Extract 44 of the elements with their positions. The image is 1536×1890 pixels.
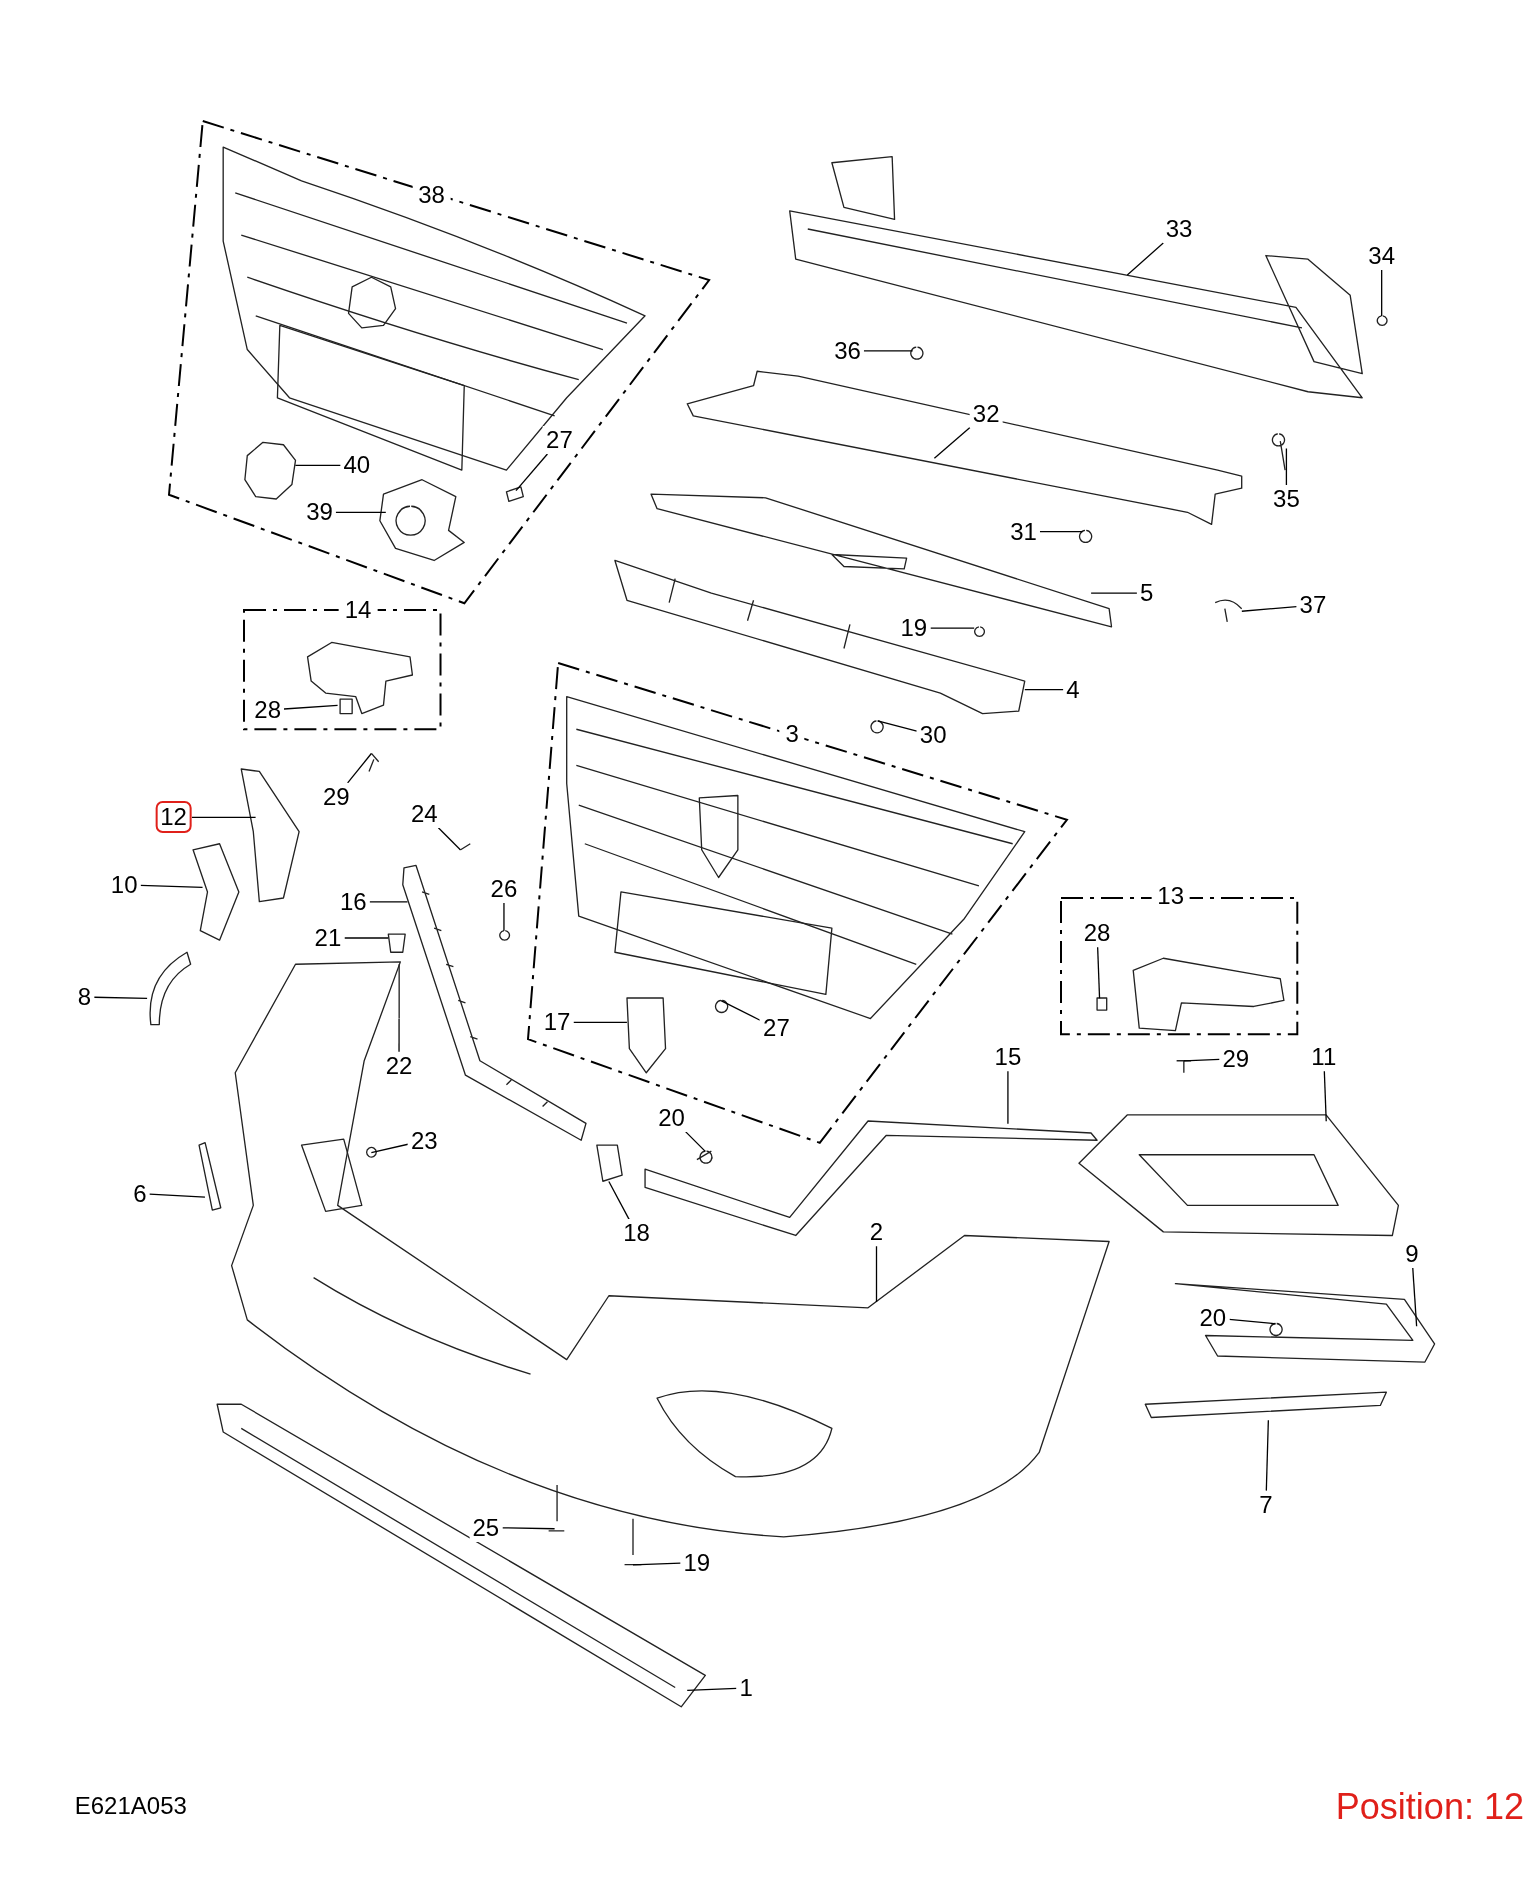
leader-line <box>1097 946 1101 999</box>
leader-line <box>1228 1318 1277 1325</box>
leader-line <box>347 752 372 784</box>
leader-line <box>1183 1058 1221 1062</box>
leader-line <box>191 816 257 819</box>
leader-line <box>370 1143 409 1154</box>
leader-line <box>501 1527 556 1530</box>
leader-line <box>572 1021 628 1024</box>
leader-line <box>1241 605 1298 612</box>
leader-line <box>1090 592 1138 594</box>
leader-line <box>335 511 387 514</box>
leader-line <box>929 627 975 629</box>
leader-line <box>686 1687 738 1691</box>
leader-line <box>294 464 342 467</box>
leader-line <box>515 453 549 492</box>
leader-line <box>875 1245 878 1303</box>
leader-line <box>1024 689 1064 691</box>
leader-line <box>398 1018 400 1053</box>
leader-line <box>933 426 971 459</box>
leader-line <box>1323 1070 1327 1122</box>
note: Position: 12 <box>1335 1789 1524 1826</box>
note: E621A053 <box>74 1794 187 1818</box>
leader-line <box>283 704 339 710</box>
leader-line <box>684 1131 706 1153</box>
leader-line <box>93 996 148 999</box>
leader-line <box>148 1193 206 1198</box>
leader-line <box>720 1000 761 1021</box>
callout-number: 12 <box>155 801 192 834</box>
leader-line <box>1007 1070 1009 1125</box>
leader-line <box>1265 1419 1269 1492</box>
leader-line <box>1285 447 1288 486</box>
leader-line <box>503 901 505 932</box>
leader-line <box>877 720 918 732</box>
leader-line <box>437 827 462 851</box>
leader-line <box>608 1180 630 1221</box>
leader-line <box>343 937 389 939</box>
leader-line <box>863 350 914 352</box>
leader-line <box>1039 531 1084 533</box>
leader-line <box>1412 1267 1418 1327</box>
leader-line <box>1126 242 1164 276</box>
leader-line <box>139 884 204 888</box>
leader-line <box>632 1562 682 1566</box>
leader-line <box>368 901 409 903</box>
leader-line <box>1381 268 1383 317</box>
